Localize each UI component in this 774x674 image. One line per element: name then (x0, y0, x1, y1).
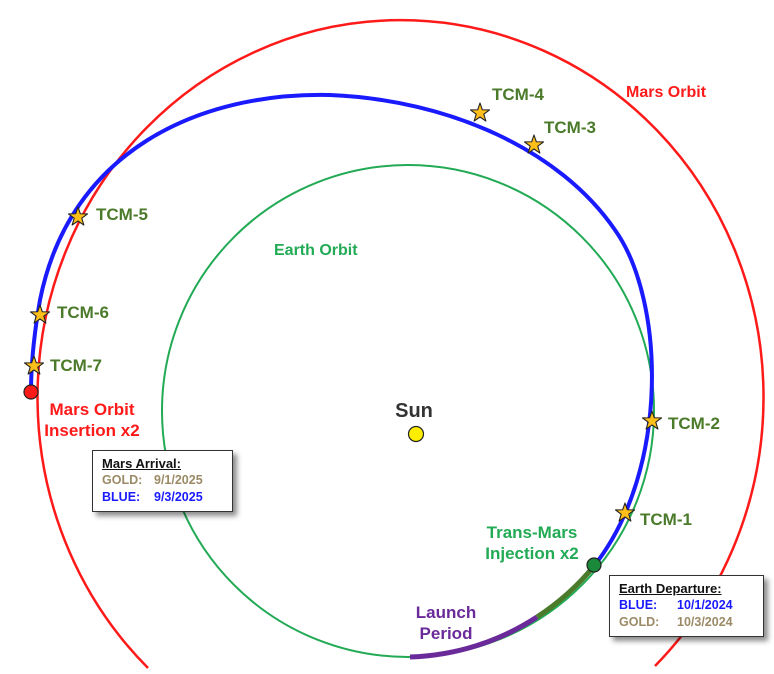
earth-orbit-label: Earth Orbit (274, 242, 358, 259)
mars-arrival-blue-key: BLUE: (102, 490, 141, 504)
mars-arrival-gold-key: GOLD: (102, 473, 143, 487)
star-icon (469, 102, 491, 122)
star-icon (641, 410, 663, 430)
tcm-3-label: TCM-3 (544, 118, 596, 137)
tcm-1-label: TCM-1 (640, 510, 692, 529)
launch-label-line2: Period (420, 624, 473, 643)
tmi-label-line1: Trans-Mars (487, 523, 578, 542)
mars-arrival-gold-row: GOLD: 9/1/2025 (102, 472, 222, 489)
mars-arrival-title: Mars Arrival: (102, 456, 181, 471)
earth-departure-blue-key: BLUE: (619, 598, 658, 612)
earth-departure-blue-date: 10/1/2024 (677, 598, 733, 612)
mars-arrival-blue-date: 9/3/2025 (154, 490, 203, 504)
tcm-2-label: TCM-2 (668, 414, 720, 433)
trans-mars-injection-dot-icon (586, 557, 602, 573)
star-icon (23, 355, 45, 375)
moi-label-line2: Insertion x2 (44, 421, 139, 440)
earth-departure-box: Earth Departure: BLUE: 10/1/2024 GOLD: 10/… (609, 575, 764, 637)
earth-departure-gold-key: GOLD: (619, 615, 660, 629)
earth-departure-title: Earth Departure: (619, 581, 722, 596)
sun-label: Sun (395, 400, 433, 422)
earth-orbit-circle (161, 164, 655, 658)
mars-orbit-arc (36, 18, 765, 669)
earth-departure-gold-date: 10/3/2024 (677, 615, 733, 629)
tcm-5-label: TCM-5 (96, 205, 148, 224)
launch-label-line1: Launch (416, 603, 476, 622)
launch-period-arc (409, 614, 539, 660)
mars-arrival-gold-date: 9/1/2025 (154, 473, 203, 487)
tmi-label-line2: Injection x2 (485, 544, 579, 563)
mars-orbit-label: Mars Orbit (626, 84, 707, 101)
tcm-7-label: TCM-7 (50, 356, 102, 375)
tcm-4-label: TCM-4 (492, 85, 544, 104)
earth-departure-blue-row: BLUE: 10/1/2024 (619, 597, 753, 614)
tcm-6-label: TCM-6 (57, 303, 109, 322)
mars-arrival-blue-row: BLUE: 9/3/2025 (102, 489, 222, 506)
sun-icon (407, 425, 425, 443)
departure-arc (535, 564, 596, 620)
mars-insertion-dot-icon (23, 384, 39, 400)
moi-label-line1: Mars Orbit (49, 400, 134, 419)
earth-departure-gold-row: GOLD: 10/3/2024 (619, 614, 753, 631)
mars-arrival-box: Mars Arrival: GOLD: 9/1/2025 BLUE: 9/3/202… (92, 450, 233, 512)
transfer-trajectory (29, 92, 654, 568)
